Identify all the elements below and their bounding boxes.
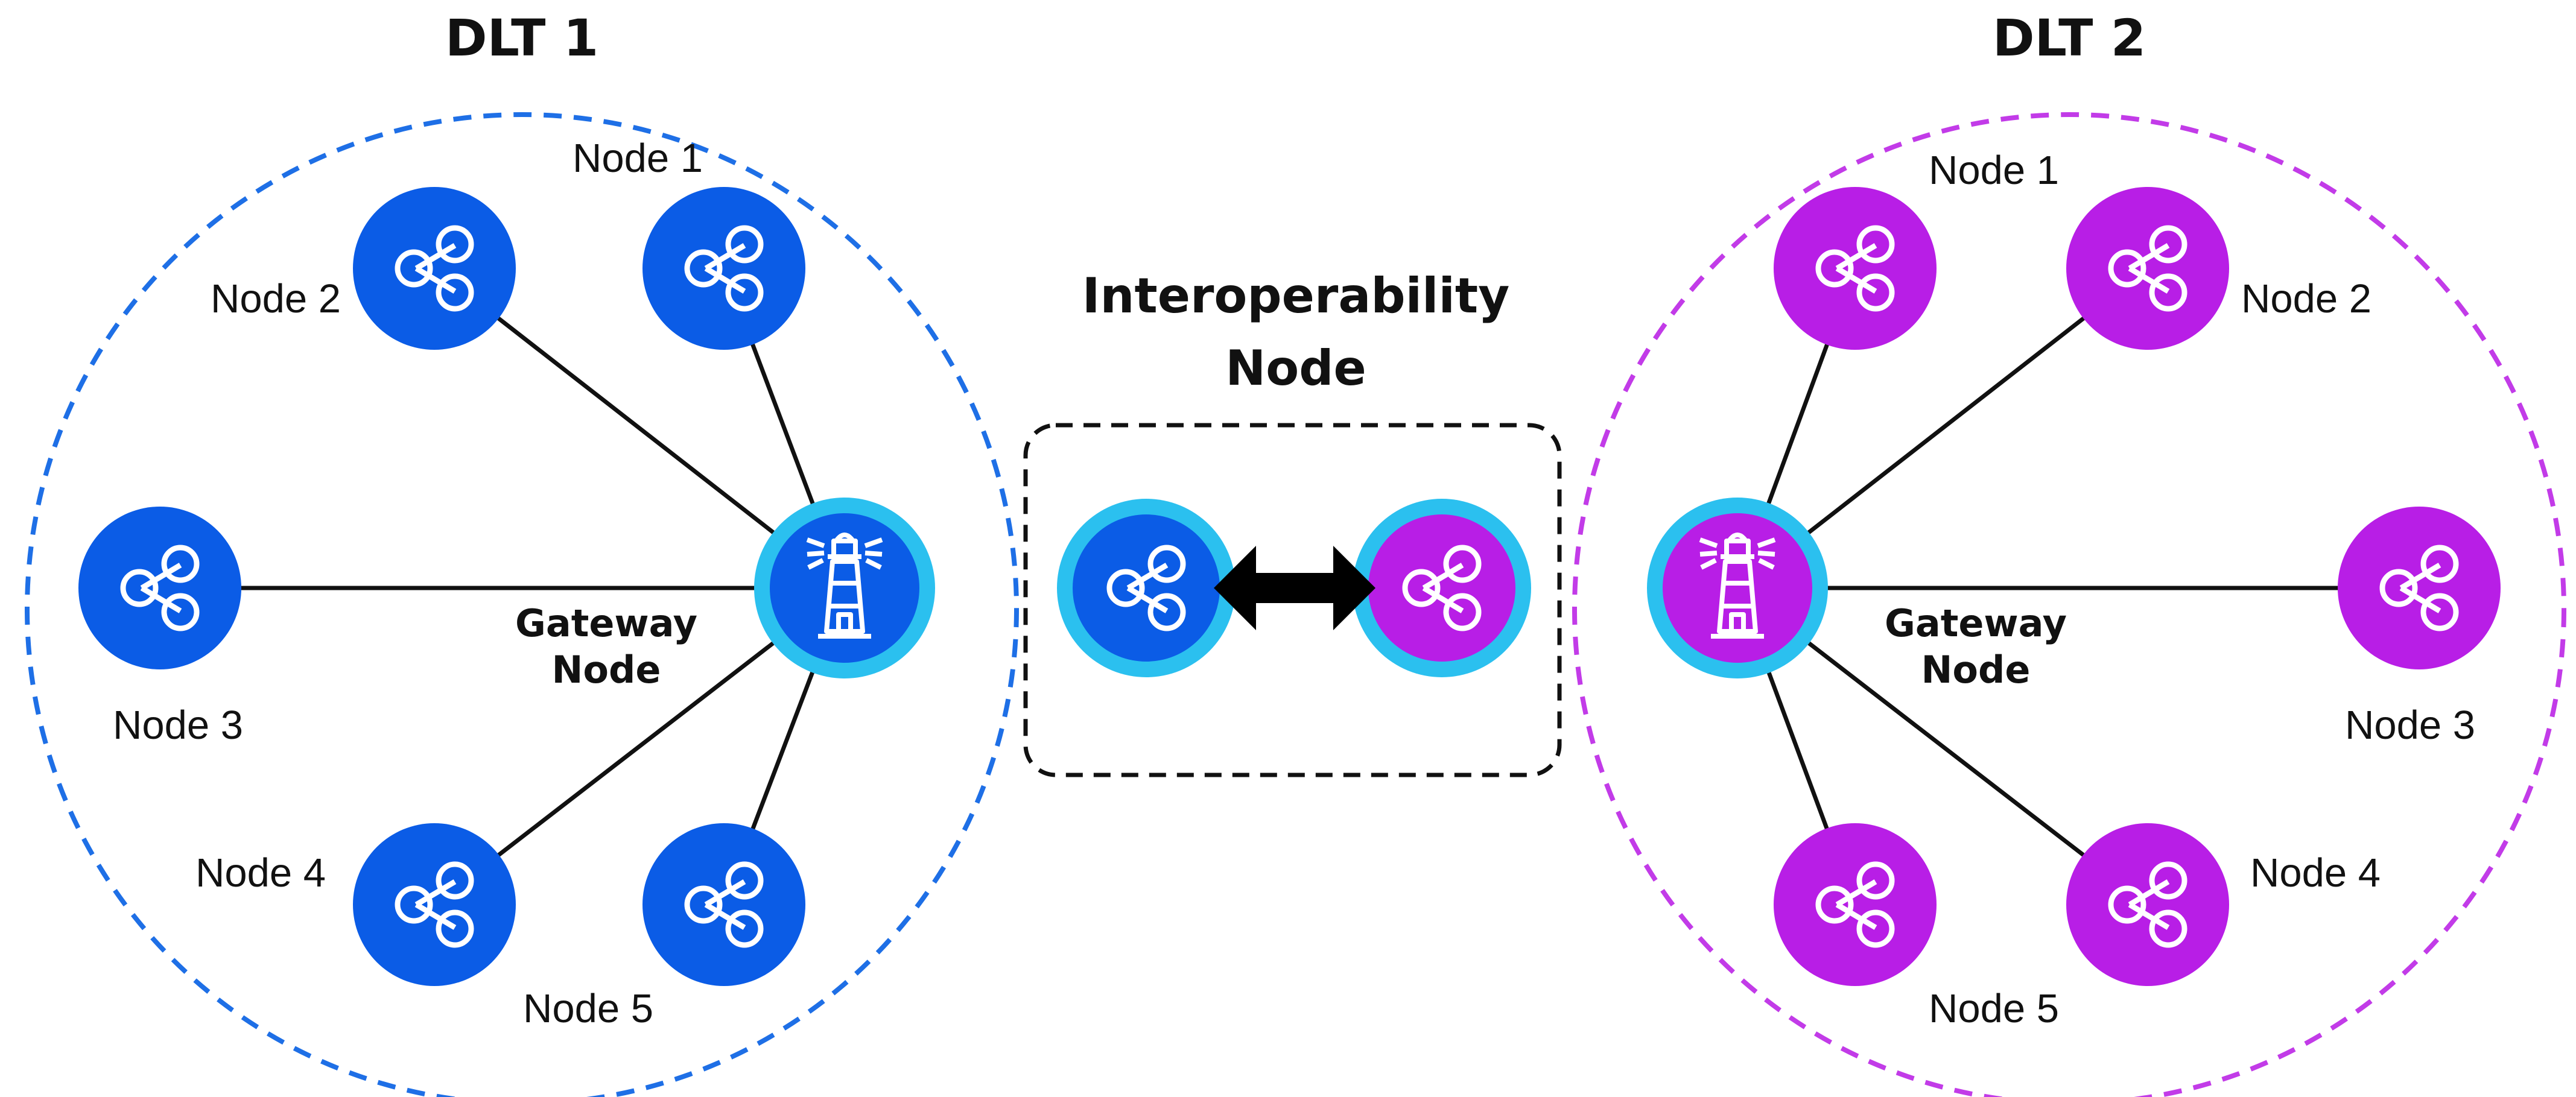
dlt1-node-4-circle	[353, 823, 516, 986]
interop-dlt2-circle	[1368, 514, 1515, 662]
dlt2-title: DLT 2	[1993, 8, 2146, 68]
dlt1-gateway-node[interactable]	[754, 498, 935, 678]
dlt1-node-3-circle	[78, 507, 241, 669]
dlt1-node-1[interactable]	[642, 187, 805, 350]
interop-dlt1-node[interactable]	[1057, 499, 1236, 677]
dlt1-edges	[160, 267, 847, 906]
dlt2-node-1[interactable]	[1774, 187, 1937, 350]
dlt1-boundary	[25, 112, 1019, 1097]
dlt1-node-2[interactable]	[353, 187, 516, 350]
dlt2-network: DLT 2	[1572, 8, 2566, 1097]
dlt1-gateway-label-line1: Gateway	[515, 601, 697, 645]
dlt1-node-3-label: Node 3	[113, 703, 243, 748]
dlt2-edges	[1735, 267, 2419, 906]
dlt1-node-3[interactable]	[78, 507, 241, 669]
dlt2-node-3-label: Node 3	[2345, 703, 2475, 748]
dlt1-node-5-label: Node 5	[523, 986, 653, 1031]
double-arrow-icon	[1214, 546, 1375, 630]
dlt1-node-5[interactable]	[642, 823, 805, 986]
dlt1-node-4-label: Node 4	[195, 850, 326, 896]
interop-title-line1: Interoperability	[1082, 268, 1510, 324]
dlt1-gateway-label-line2: Node	[552, 648, 661, 692]
interop-boundary	[1023, 423, 1562, 777]
dlt2-node-5-label: Node 5	[1929, 986, 2059, 1031]
dlt1-node-1-circle	[642, 187, 805, 350]
dlt1-node-5-circle	[642, 823, 805, 986]
interoperability-node: Interoperability Node	[1023, 268, 1562, 777]
dlt1-gateway-circle	[770, 513, 919, 663]
dlt2-node-3-circle	[2338, 507, 2501, 669]
dlt2-node-5-circle	[1774, 823, 1937, 986]
dlt2-node-3[interactable]	[2338, 507, 2501, 669]
dlt2-node-4-label: Node 4	[2250, 850, 2381, 896]
dlt2-gateway-label-line2: Node	[1921, 648, 2031, 692]
dlt2-node-1-label: Node 1	[1929, 148, 2059, 193]
dlt2-node-4-circle	[2066, 823, 2229, 986]
interop-dlt1-circle	[1073, 514, 1220, 662]
dlt2-node-2-label: Node 2	[2241, 276, 2371, 321]
dlt2-gateway-label-line1: Gateway	[1885, 601, 2067, 645]
dlt1-title: DLT 1	[445, 8, 598, 68]
dlt1-node-2-circle	[353, 187, 516, 350]
interop-title-line2: Node	[1225, 340, 1366, 396]
dlt2-gateway-circle	[1663, 513, 1812, 663]
dlt1-network: DLT 1	[25, 8, 1019, 1097]
dlt2-node-5[interactable]	[1774, 823, 1937, 986]
dlt2-node-2[interactable]	[2066, 187, 2229, 350]
dlt2-boundary	[1572, 112, 2566, 1097]
dlt2-node-2-circle	[2066, 187, 2229, 350]
dlt1-node-2-label: Node 2	[211, 276, 341, 321]
dlt1-node-1-label: Node 1	[573, 136, 703, 181]
dlt2-node-1-circle	[1774, 187, 1937, 350]
dlt1-node-4[interactable]	[353, 823, 516, 986]
dlt2-gateway-node[interactable]	[1647, 498, 1828, 678]
interop-dlt2-node[interactable]	[1353, 499, 1531, 677]
dlt2-node-4[interactable]	[2066, 823, 2229, 986]
